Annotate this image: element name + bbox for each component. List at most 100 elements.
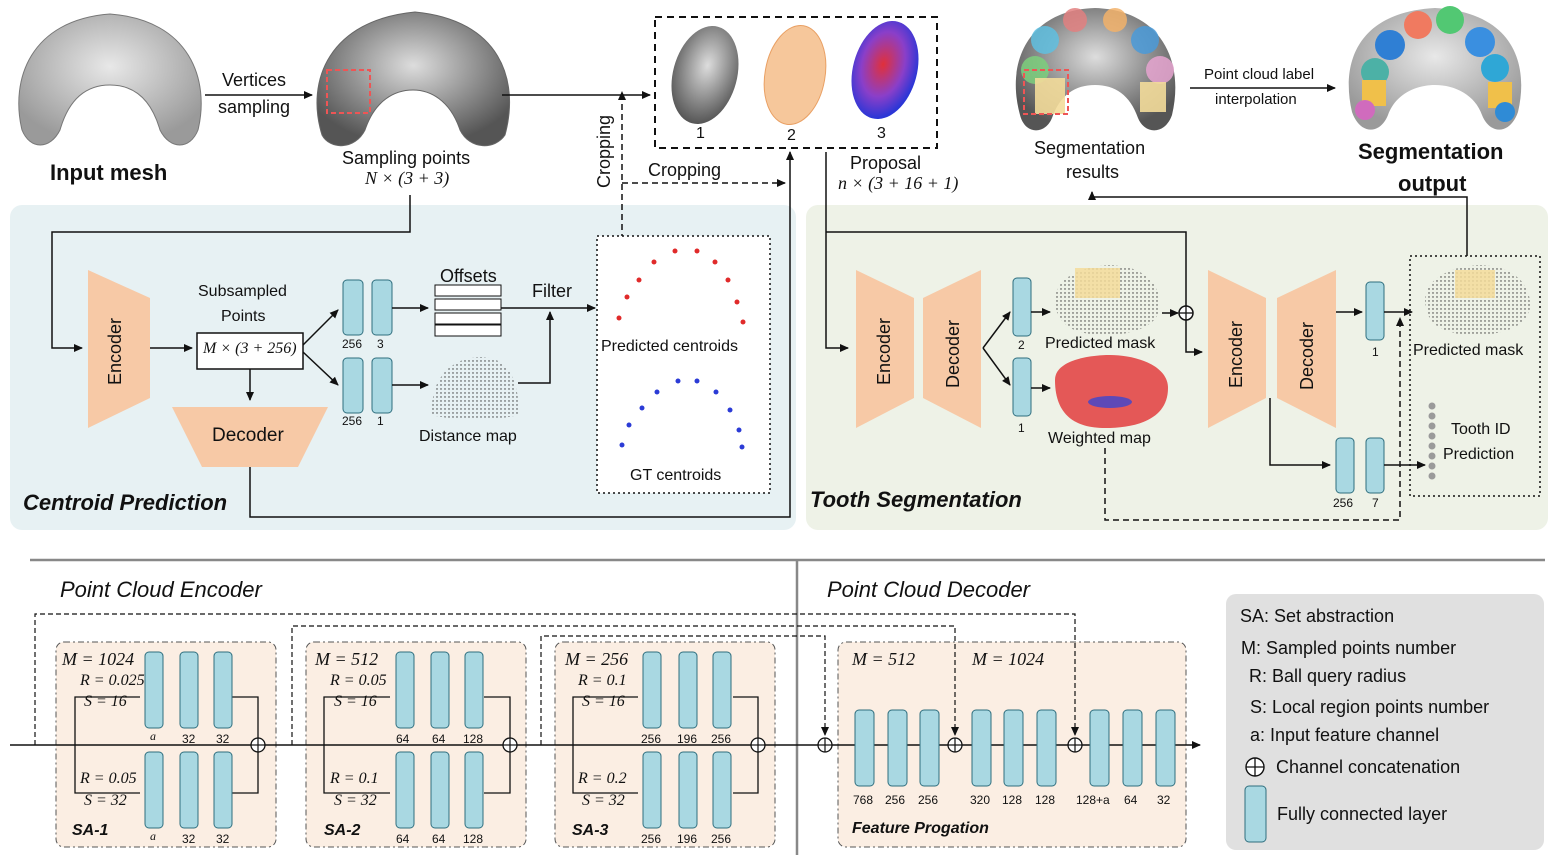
label-interp-1: Point cloud label [1204,66,1315,83]
predicted-mask-label-1: Predicted mask [1045,335,1156,352]
tooth-id-label-2: Prediction [1443,446,1515,463]
sa2-r1: R = 0.05 [330,672,387,689]
proposal-num-2: 2 [787,127,796,144]
fp-c-8: 32 [1157,793,1171,807]
bar-label-1: 1 [377,414,384,428]
sa2-r2: R = 0.1 [330,770,379,787]
point-cloud-decoder-title: Point Cloud Decoder [827,577,1031,602]
sa3-c1-2: 256 [711,732,732,746]
tooth-segmentation-title: Tooth Segmentation [810,487,1022,512]
fp-name: Feature Progation [852,820,989,837]
proposal-num-1: 1 [696,125,705,142]
sa1-s1: S = 16 [84,693,127,710]
tooth-bar-label-1a: 1 [1018,421,1025,435]
sa2-m: M = 512 [315,649,379,669]
tooth-bar-label-1b: 1 [1372,345,1379,359]
input-mesh-image [18,13,202,146]
weighted-map-label: Weighted map [1048,430,1151,447]
sa1-r1: R = 0.025 [80,672,145,689]
sa3-c1-1: 196 [677,732,698,746]
sampling-points-label: Sampling points [342,148,471,168]
legend-m: M: Sampled points number [1241,638,1457,658]
legend-r: R: Ball query radius [1249,666,1407,686]
centroid-decoder-label: Decoder [212,425,284,446]
sa2-s1: S = 16 [334,693,377,710]
fp-m2: M = 1024 [972,649,1045,669]
sa2-c1-2: 128 [463,732,484,746]
sa2-c2-2: 128 [463,832,484,846]
tooth-encoder-1-label: Encoder [874,317,894,385]
sa1-r2: R = 0.05 [80,770,137,787]
bar-label-256a: 256 [342,337,363,351]
subsampled-label-1: Subsampled [198,283,287,300]
sa3-r2: R = 0.2 [578,770,627,787]
subsampled-label-2: Points [221,308,266,325]
fp-c-1: 256 [885,793,906,807]
legend-a: a: Input feature channel [1250,725,1440,745]
sa1-m: M = 1024 [62,649,135,669]
sa1-c1-2: 32 [216,732,230,746]
fp-m1: M = 512 [852,649,916,669]
fp-c-5: 128 [1035,793,1056,807]
fp-c-6: 128+a [1076,793,1110,807]
sa3-m: M = 256 [565,649,629,669]
vertices-label: Vertices [222,70,287,90]
segmentation-results-label-2: results [1066,162,1120,182]
label-interp-2: interpolation [1215,91,1297,108]
predicted-mask-label-2: Predicted mask [1413,342,1524,359]
proposal-num-3: 3 [877,125,886,142]
centroid-prediction-title: Centroid Prediction [23,490,228,515]
legend-sa: SA: Set abstraction [1240,606,1395,626]
sa2-s2: S = 32 [334,792,377,809]
input-mesh-label: Input mesh [50,160,168,185]
proposal-label: Proposal [850,153,922,173]
gt-centroids-label: GT centroids [630,467,722,484]
bar-label-3: 3 [377,337,384,351]
bar-label-256b: 256 [342,414,363,428]
cropping-horizontal-label: Cropping [648,160,722,180]
tooth-encoder-2-label: Encoder [1226,320,1246,388]
legend-fc: Fully connected layer [1277,804,1448,824]
distance-map-label: Distance map [419,428,517,445]
sa2-c2-1: 64 [432,832,446,846]
sampling-formula: N × (3 + 3) [365,168,450,188]
centroid-encoder-label: Encoder [105,317,125,385]
sa1-s2: S = 32 [84,792,127,809]
segmentation-output-image [1348,6,1522,130]
sampling-points-image [316,11,511,147]
segmentation-output-label-2: output [1398,171,1467,196]
subsampled-formula: M × (3 + 256) [203,340,297,357]
segmentation-output-label-1: Segmentation [1358,139,1504,164]
tooth-id-label-1: Tooth ID [1451,421,1511,438]
tooth-bar-label-7: 7 [1372,496,1379,510]
sa3-r1: R = 0.1 [578,672,627,689]
tooth-bar-label-256: 256 [1333,496,1354,510]
sa3-c2-0: 256 [641,832,662,846]
tooth-decoder-1-label: Decoder [943,319,963,388]
sa3-c1-0: 256 [641,732,662,746]
sa2-c1-1: 64 [432,732,446,746]
sa1-name: SA-1 [72,822,109,839]
offsets-label: Offsets [440,266,497,286]
segmentation-results-image [1015,8,1176,131]
fp-c-4: 128 [1002,793,1023,807]
legend-concat: Channel concatenation [1276,757,1461,777]
legend-s: S: Local region points number [1250,697,1490,717]
sa2-name: SA-2 [324,822,361,839]
fp-c-3: 320 [970,793,991,807]
sa3-s2: S = 32 [582,792,625,809]
proposal-formula: n × (3 + 16 + 1) [838,173,959,193]
sa3-name: SA-3 [572,822,609,839]
fp-c-0: 768 [853,793,874,807]
sa1-c1-1: 32 [182,732,196,746]
sa1-c2-1: 32 [182,832,196,846]
sampling-label: sampling [218,97,291,117]
sa1-c1-0: a [150,729,156,743]
sa3-s1: S = 16 [582,693,625,710]
filter-label: Filter [532,281,572,301]
sa3-c2-1: 196 [677,832,698,846]
sa2-c1-0: 64 [396,732,410,746]
cropping-vertical-label: Cropping [594,114,614,188]
sa1-c2-0: a [150,829,156,843]
